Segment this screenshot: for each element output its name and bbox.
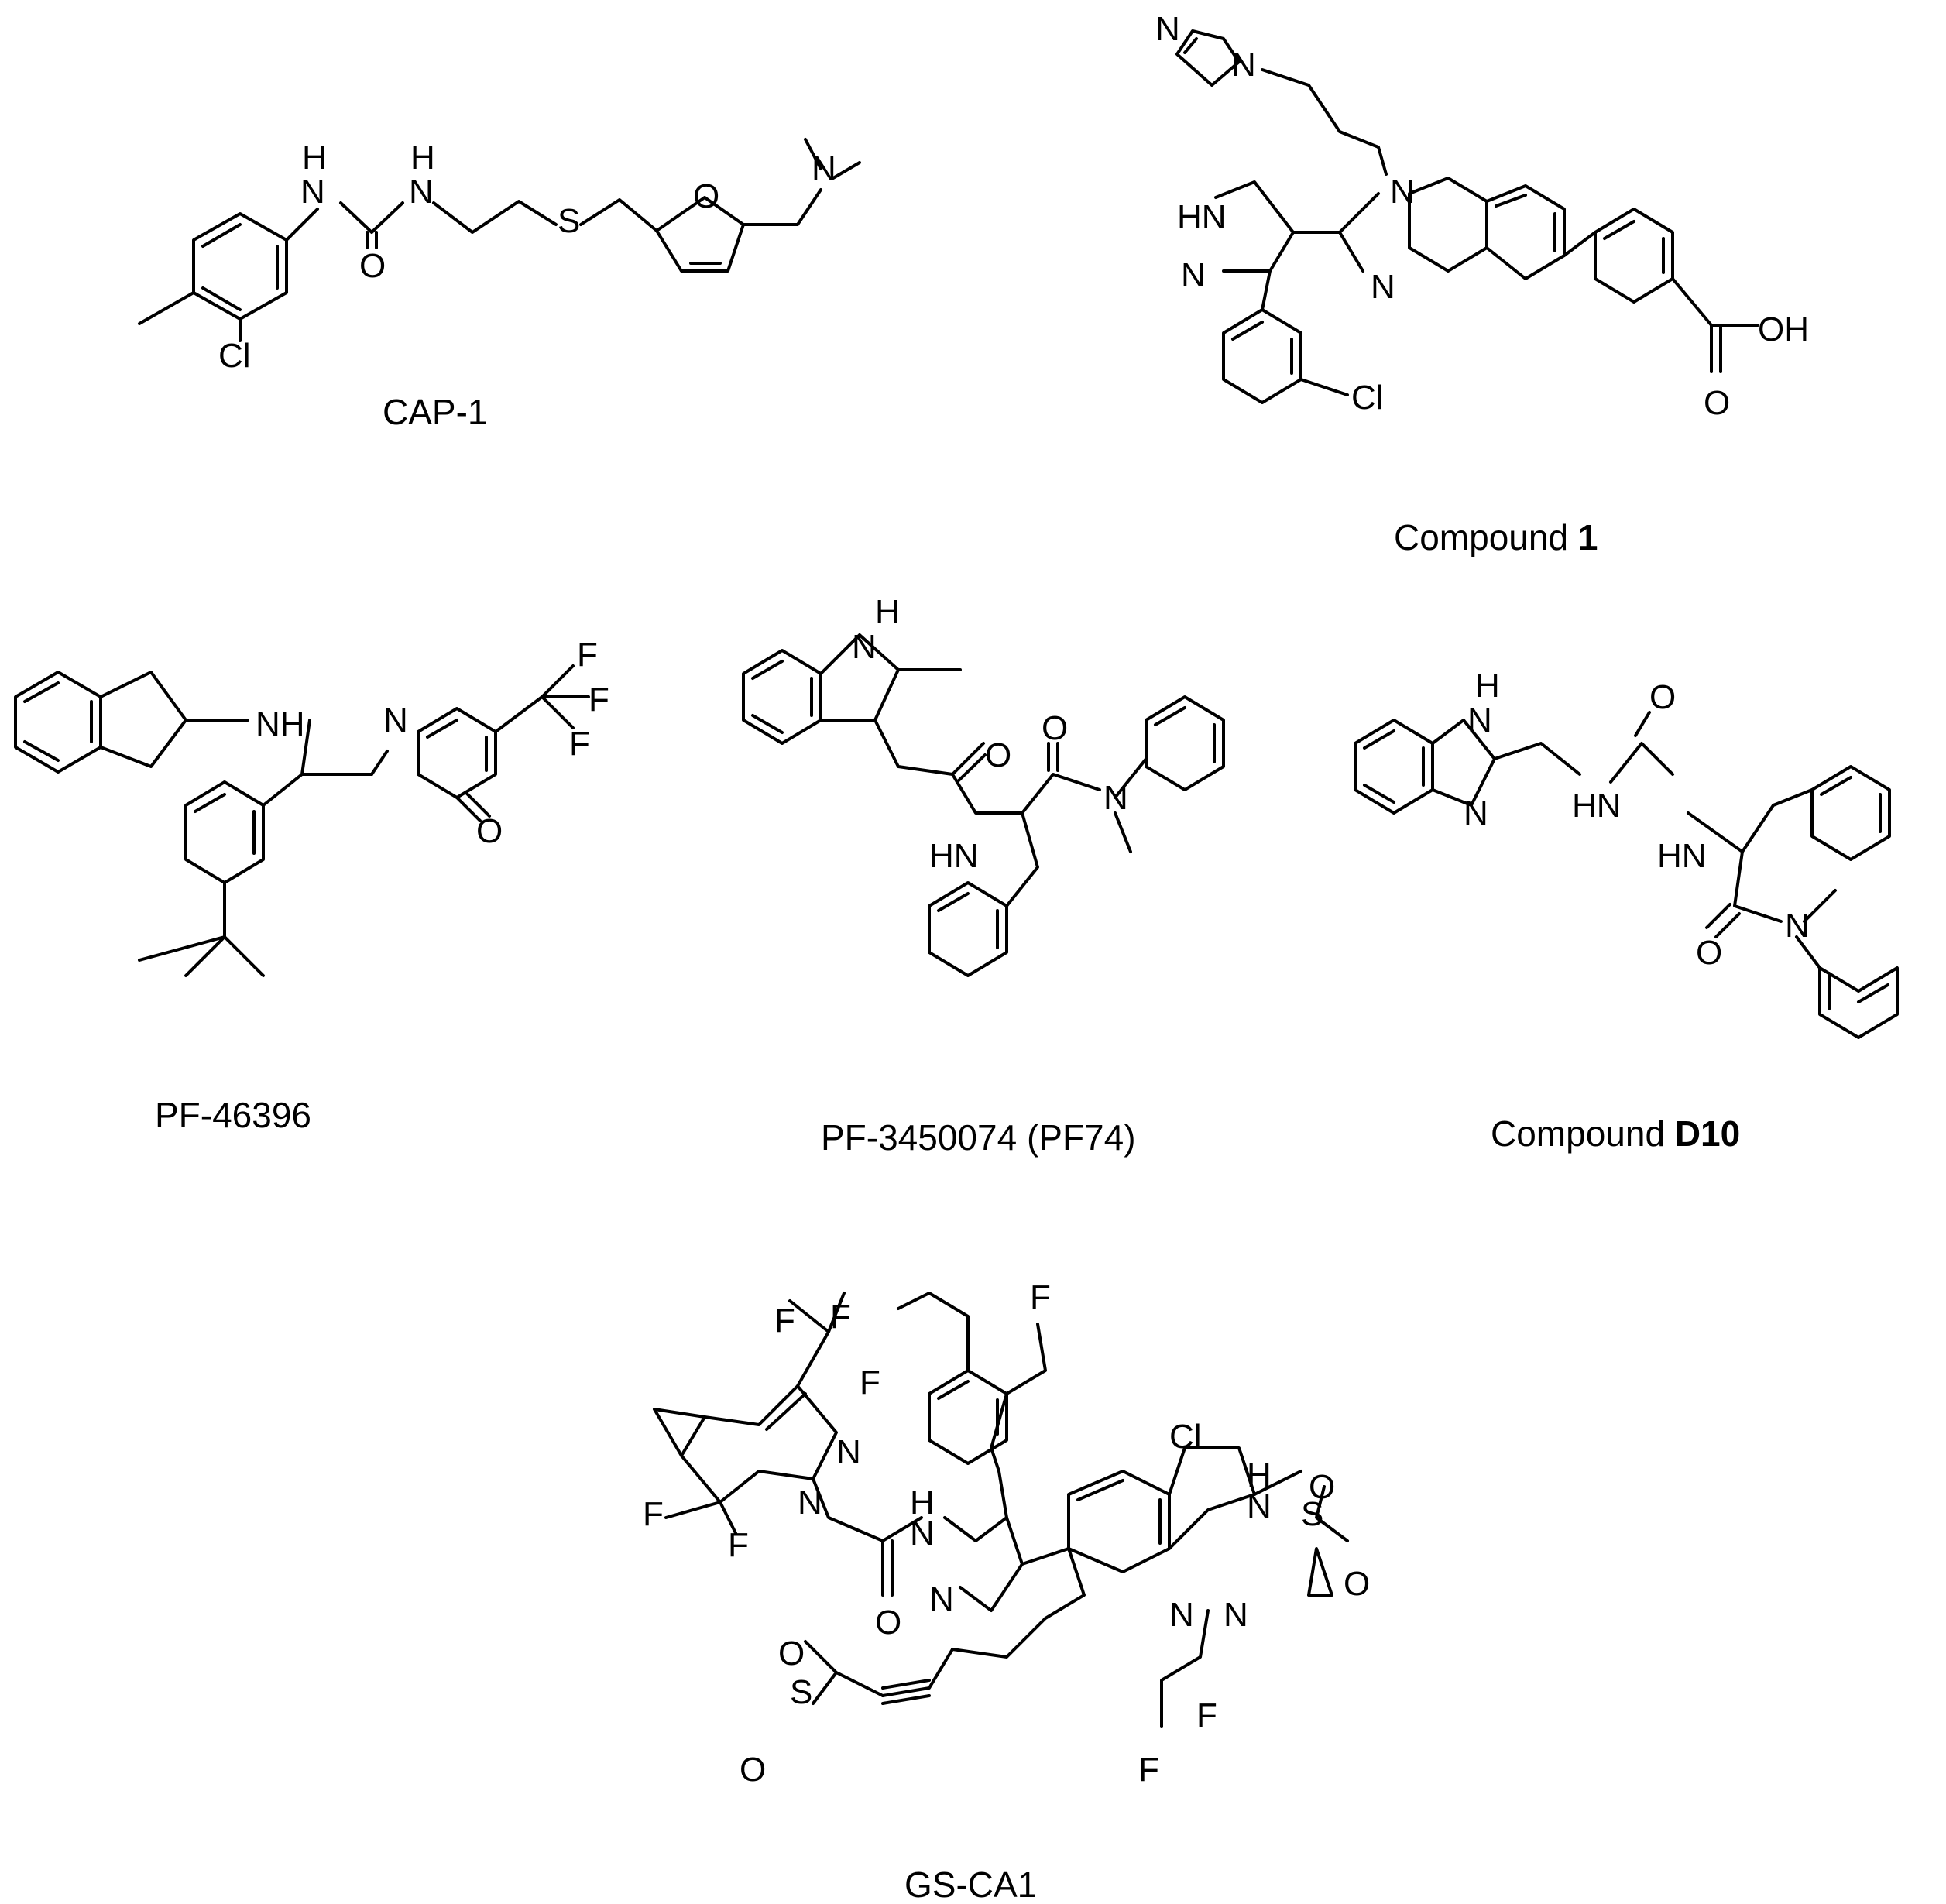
atom-label: O xyxy=(740,1751,766,1789)
atom-label: N xyxy=(1224,1596,1248,1634)
atom-label: Cl xyxy=(1351,379,1384,417)
atom-label: N xyxy=(836,1433,861,1471)
atom-label: H xyxy=(1475,667,1500,705)
atom-label: HN xyxy=(1657,837,1707,875)
atom-label: O xyxy=(1309,1468,1335,1506)
structure-pf-46396: NH N O F F F PF-46396 xyxy=(14,636,609,1135)
structure-compound-1: N N N N HN N Cl OH O Compound 1 xyxy=(1155,10,1809,557)
atom-label: O xyxy=(359,247,386,285)
atom-label: H xyxy=(910,1484,935,1521)
atom-label: N xyxy=(1464,794,1488,832)
atom-label: N xyxy=(1467,702,1492,739)
structure-pf74: H N O HN O N PF-3450074 (PF74) xyxy=(742,593,1225,1158)
atom-label: N xyxy=(383,702,408,739)
structure-gs-ca1: F F N N F F H N O F F N Cl H N S O O N N… xyxy=(643,1278,1370,1904)
atom-label: N xyxy=(1231,46,1256,84)
atom-label: H xyxy=(875,593,900,631)
atom-label: N xyxy=(1371,268,1395,306)
caption-compound-1: Compound 1 xyxy=(1394,517,1598,557)
atom-label: F xyxy=(1196,1696,1217,1734)
caption-cap-1: CAP-1 xyxy=(383,392,487,432)
atom-label: N xyxy=(1785,907,1810,945)
atom-label: O xyxy=(1704,384,1730,422)
atom-label: N xyxy=(852,628,877,666)
atom-label: Cl xyxy=(1169,1418,1202,1456)
atom-label: F xyxy=(728,1526,749,1564)
atom-label: O xyxy=(778,1635,805,1672)
atom-label: N xyxy=(1169,1596,1194,1634)
atom-label: OH xyxy=(1758,310,1809,348)
atom-label: F xyxy=(577,636,598,674)
atom-label: HN xyxy=(1177,198,1227,236)
atom-label: N xyxy=(910,1515,935,1552)
atom-label: O xyxy=(875,1604,901,1642)
atom-label: F xyxy=(830,1298,851,1336)
atom-label: HN xyxy=(929,837,979,875)
atom-label: F xyxy=(1138,1751,1159,1789)
atom-label: N xyxy=(1181,256,1206,294)
atom-label: HN xyxy=(1572,787,1622,825)
atom-label: O xyxy=(1042,709,1068,747)
atom-label: NH xyxy=(256,705,305,743)
atom-label: O xyxy=(1696,934,1722,972)
atom-label: F xyxy=(774,1302,795,1340)
atom-label: H xyxy=(1247,1456,1272,1494)
atom-label: N xyxy=(1390,173,1415,211)
atom-label: N xyxy=(929,1580,954,1618)
atom-label: H xyxy=(410,139,435,177)
caption-pf-46396: PF-46396 xyxy=(155,1095,311,1135)
atom-label: F xyxy=(643,1495,664,1533)
atom-label: O xyxy=(1344,1565,1370,1603)
atom-label: O xyxy=(476,812,503,850)
atom-label: O xyxy=(1649,678,1676,716)
atom-label: N xyxy=(1103,779,1128,817)
atom-label: S xyxy=(790,1673,812,1711)
atom-label: N xyxy=(300,173,325,211)
atom-label: Cl xyxy=(218,337,251,375)
caption-gs-ca1: GS-CA1 xyxy=(904,1865,1037,1904)
atom-label: N xyxy=(812,149,836,187)
atom-label: F xyxy=(569,725,590,763)
caption-compound-d10: Compound D10 xyxy=(1491,1113,1740,1154)
atom-label: F xyxy=(589,681,609,719)
caption-pf74: PF-3450074 (PF74) xyxy=(821,1117,1136,1158)
atom-label: O xyxy=(693,177,719,215)
atom-label: F xyxy=(1030,1278,1051,1316)
atom-label: H xyxy=(302,139,327,177)
atom-label: S xyxy=(1301,1495,1323,1533)
atom-label: N xyxy=(409,173,434,211)
atom-label: O xyxy=(985,736,1011,774)
atom-label: F xyxy=(860,1364,880,1401)
structure-cap-1: H N H N O S O N Cl CAP-1 xyxy=(138,138,861,432)
structure-compound-d10: H N N HN O HN O N Compound D10 xyxy=(1354,667,1899,1154)
atom-label: S xyxy=(558,202,580,240)
atom-label: N xyxy=(1155,10,1180,48)
atom-label: N xyxy=(798,1484,822,1521)
atom-label: N xyxy=(1247,1487,1272,1525)
